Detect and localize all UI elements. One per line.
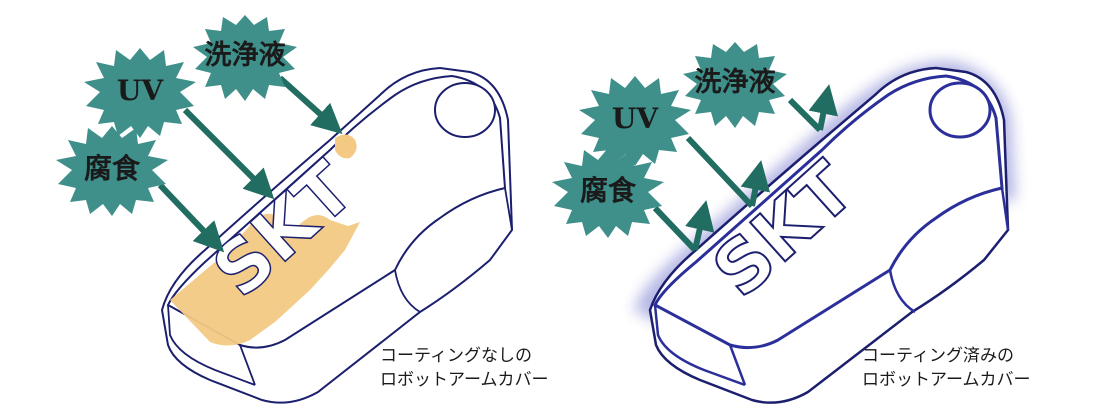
right-caption: コーティング済みの ロボットアームカバー [862, 344, 1030, 392]
right-caption-line2: ロボットアームカバー [862, 370, 1031, 390]
left-arrow-uv [182, 107, 275, 200]
left-arrows [157, 75, 343, 253]
burst-shape [84, 48, 196, 138]
left-arrow-wash [277, 75, 343, 135]
left-label-corrosion: 腐食 [84, 152, 141, 185]
right-label-uv: UV [612, 102, 659, 135]
right-arrows [652, 84, 839, 253]
right-arrow-wash-out [808, 84, 839, 131]
left-label-wash: 洗浄液 [205, 40, 286, 71]
right-arrow-corrosion-in [652, 205, 698, 253]
right-arrow-uv-in [685, 135, 755, 209]
right-burst-wash: 洗浄液 [683, 42, 787, 128]
left-cover-hole [434, 82, 496, 138]
left-caption-line2: ロボットアームカバー [380, 370, 549, 390]
left-burst-corrosion: 腐食 [56, 126, 168, 216]
left-caption-line1: コーティングなしの [380, 346, 532, 366]
burst-shape [193, 15, 297, 101]
right-caption-line1: コーティング済みの [862, 346, 1014, 366]
right-burst-corrosion: 腐食 [552, 148, 664, 238]
right-robot-arm-cover: SKT [633, 60, 1016, 404]
right-arrow-wash-in [787, 97, 823, 133]
left-arrow-corrosion [157, 182, 225, 253]
burst-shape [56, 126, 168, 216]
burst-shape [683, 42, 787, 128]
right-arrow-uv-out [740, 160, 771, 207]
burst-shape [579, 76, 691, 166]
left-damage-area [170, 213, 360, 346]
left-caption: コーティングなしの ロボットアームカバー [380, 344, 548, 392]
right-arrow-corrosion-out [685, 200, 715, 251]
left-burst-uv: UV [84, 48, 196, 138]
burst-shape [552, 148, 664, 238]
right-burst-uv: UV [579, 76, 691, 166]
left-burst-wash: 洗浄液 [193, 15, 297, 101]
left-label-uv: UV [117, 74, 164, 107]
left-damage-spot [335, 134, 357, 159]
right-label-corrosion: 腐食 [580, 174, 637, 207]
right-label-wash: 洗浄液 [695, 67, 776, 98]
right-cover-hole [928, 81, 992, 139]
